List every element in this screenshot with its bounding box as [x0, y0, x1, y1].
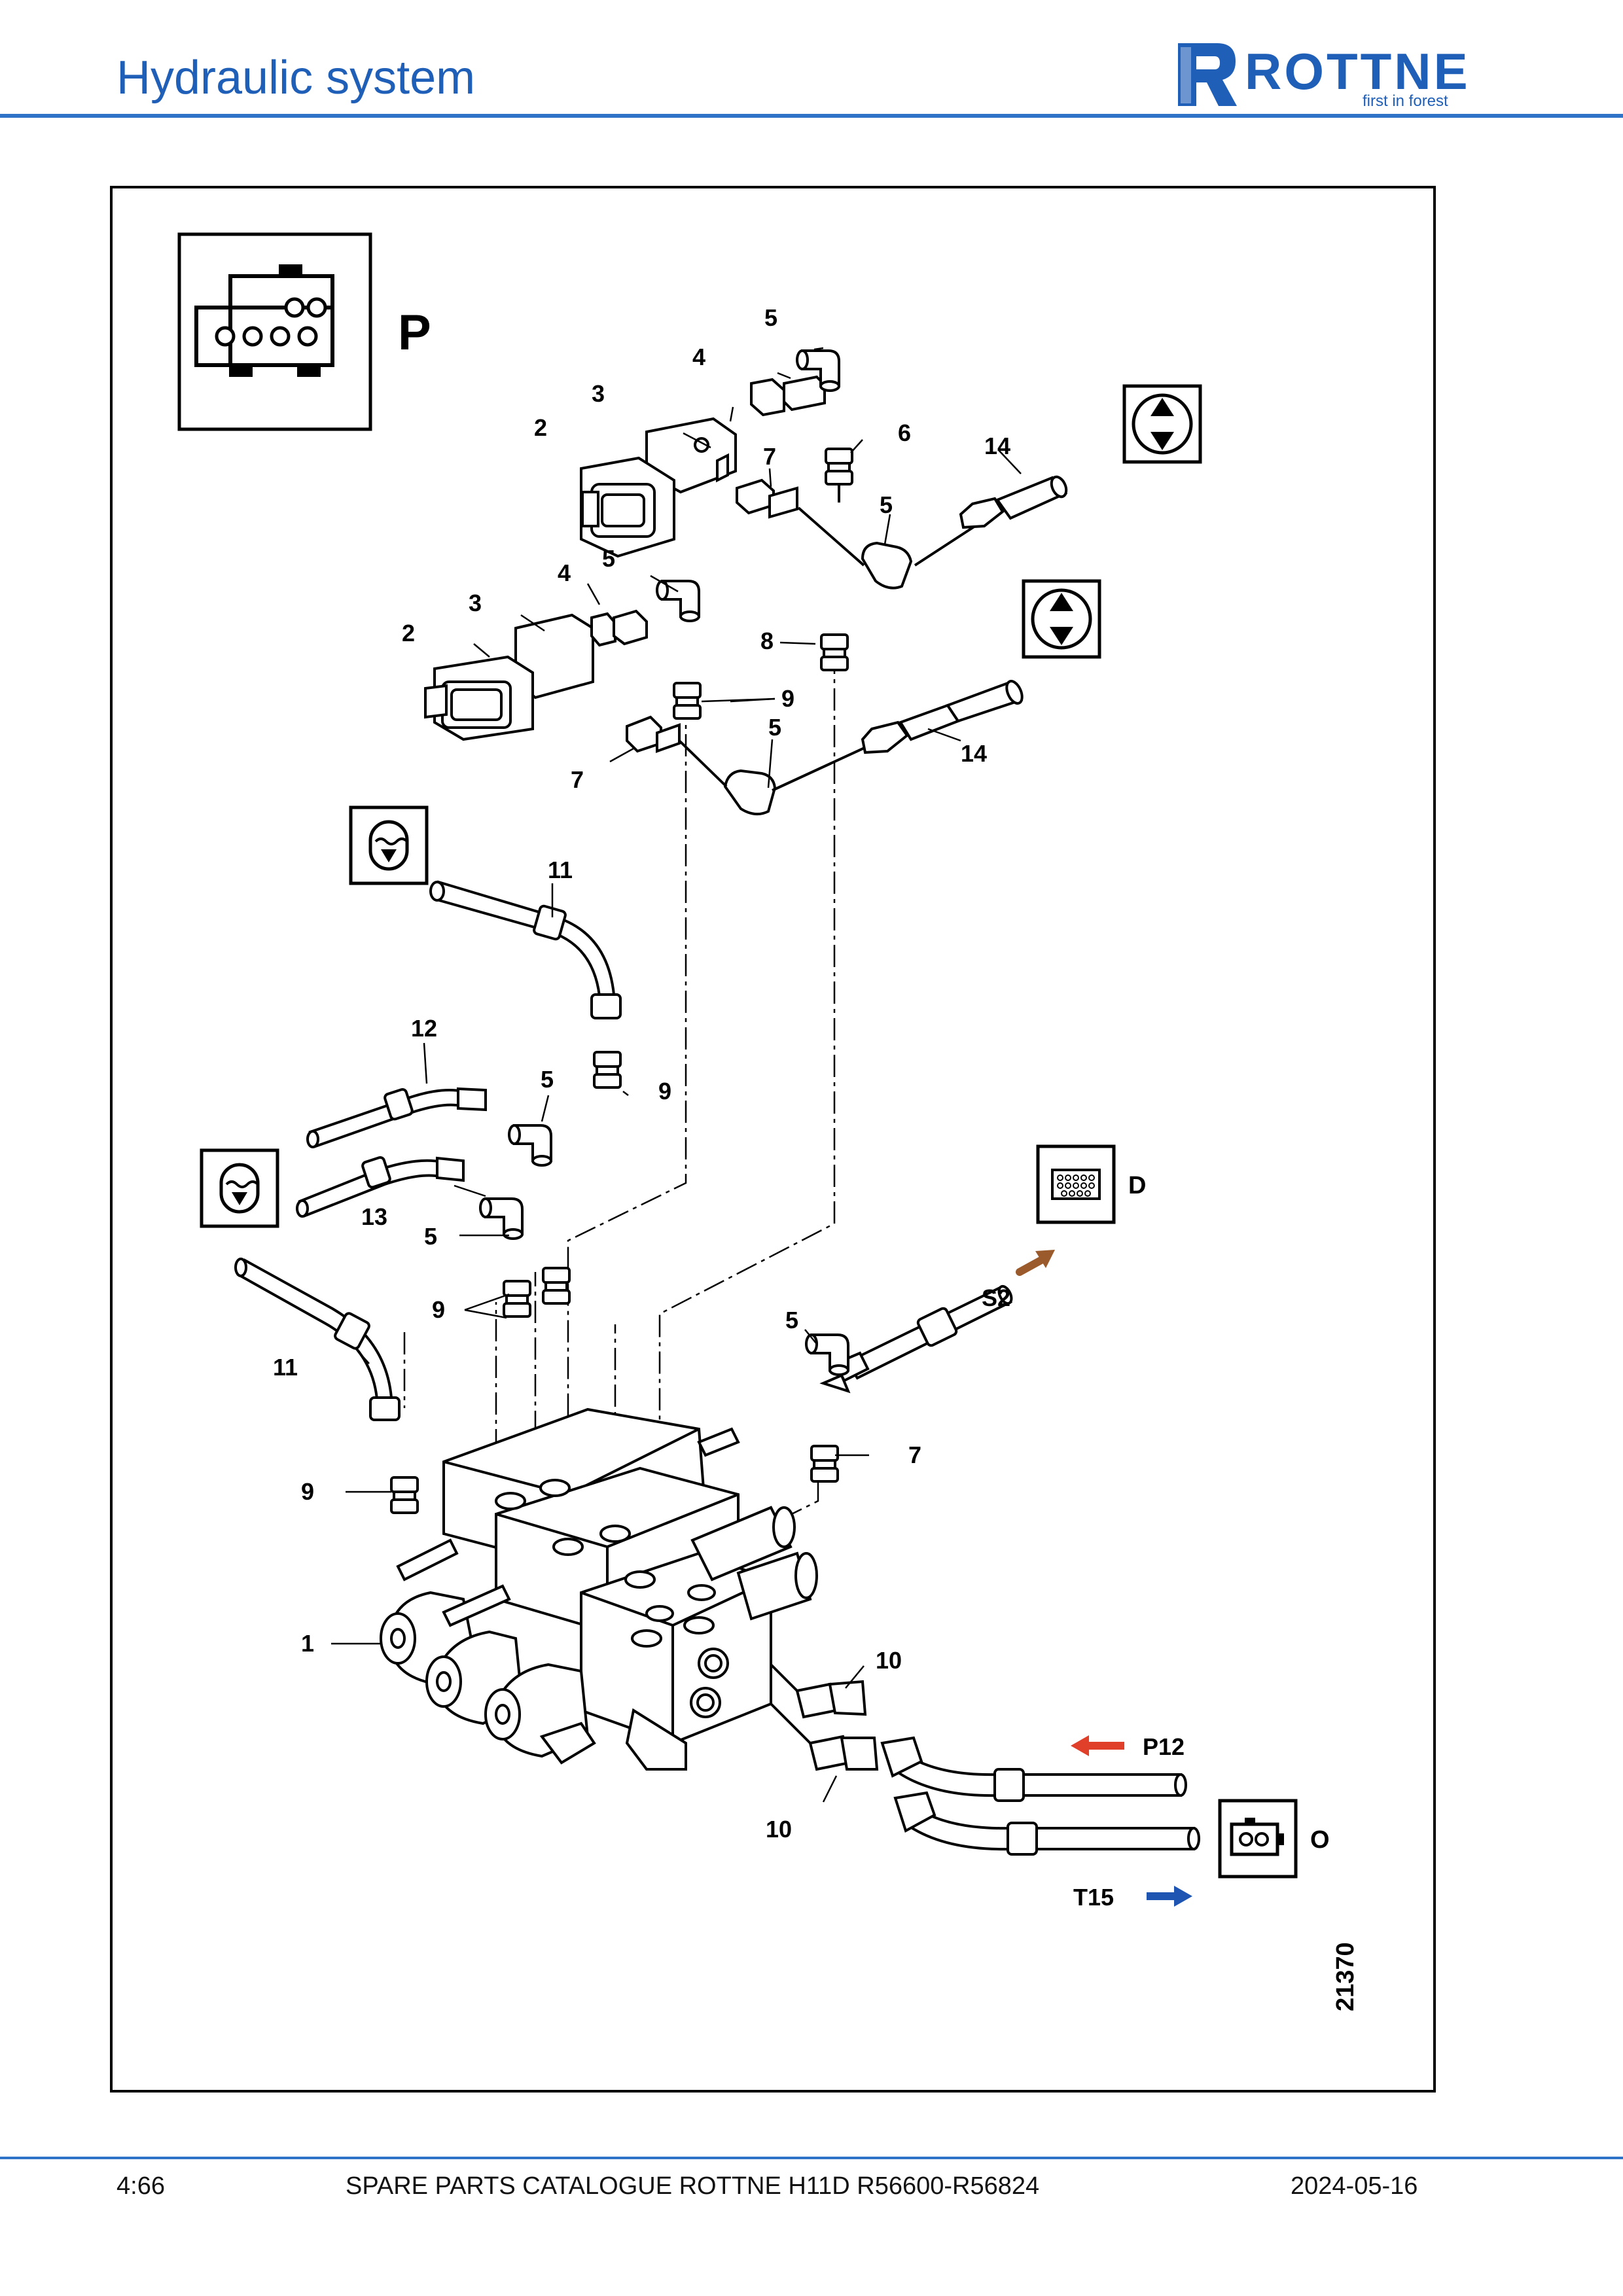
logo-text: ROTTNE	[1245, 43, 1471, 100]
hose-12	[306, 1087, 552, 1167]
hose-11-lower	[234, 1258, 419, 1514]
callout-9: 9	[658, 1078, 671, 1104]
footer-page-number: 4:66	[116, 2172, 165, 2200]
connector-d-symbol	[1036, 1144, 1116, 1224]
callout-5: 5	[541, 1066, 554, 1093]
callout-9: 9	[432, 1296, 445, 1323]
callout-5: 5	[785, 1307, 798, 1333]
callout-7: 7	[763, 443, 776, 470]
callout-9: 9	[301, 1478, 314, 1505]
callout-6: 6	[898, 419, 911, 446]
hose-p12	[880, 1736, 1187, 1802]
callout-4: 4	[558, 559, 571, 586]
fitting-9-left	[503, 1280, 531, 1318]
lower-valve-assembly	[424, 580, 1024, 816]
callout-3: 3	[469, 590, 482, 616]
fittings-10	[770, 1663, 879, 1771]
callout-2: 2	[534, 414, 547, 441]
fitting-9-right	[542, 1267, 571, 1305]
hose-t15	[893, 1791, 1200, 1856]
diagram-frame	[110, 186, 1436, 2093]
exploded-view-diagram: P D	[177, 232, 1359, 2011]
callout-11: 11	[548, 857, 573, 883]
hose-s2	[805, 1284, 1013, 1483]
callout-4: 4	[692, 344, 705, 370]
tank-symbol-upper	[349, 805, 429, 885]
fitting-8	[820, 633, 849, 671]
callout-2: 2	[402, 620, 415, 646]
callout-5: 5	[424, 1223, 437, 1250]
callout-7: 7	[571, 766, 584, 793]
hose-13	[296, 1156, 524, 1240]
callout-7: 7	[908, 1441, 921, 1468]
callout-8: 8	[760, 627, 774, 654]
main-valve-block	[380, 1407, 818, 1771]
footer-catalogue-title: SPARE PARTS CATALOGUE ROTTNE H11D R56600…	[346, 2172, 1040, 2200]
header-rule	[0, 114, 1623, 118]
connector-p-label: P	[398, 305, 431, 361]
leader-lines	[331, 347, 1022, 1803]
callout-labels: 5 4 3 2 6 14 7 5 5 4 3 2 8 9 5 14 7 11 1…	[273, 304, 1010, 1843]
rottne-emblem-icon	[1178, 43, 1237, 106]
port-label-t15: T15	[1073, 1884, 1114, 1911]
callout-1: 1	[301, 1630, 314, 1657]
footer-rule	[0, 2157, 1623, 2159]
callout-13: 13	[361, 1203, 387, 1230]
callout-9: 9	[781, 685, 794, 712]
upper-valve-assembly	[580, 349, 1068, 590]
connector-p-symbol	[177, 232, 372, 431]
callout-5: 5	[764, 304, 777, 331]
callout-5: 5	[768, 714, 781, 741]
callout-12: 12	[411, 1015, 437, 1042]
tank-symbol-lower	[200, 1148, 279, 1228]
callout-14: 14	[984, 433, 1010, 459]
callout-5: 5	[880, 491, 893, 518]
callout-10: 10	[876, 1647, 902, 1674]
logo-tagline: first in forest	[1363, 92, 1448, 110]
callout-10: 10	[766, 1816, 792, 1843]
connector-o-symbol	[1218, 1799, 1298, 1879]
connector-d-label: D	[1128, 1172, 1146, 1199]
connector-o-label: O	[1310, 1826, 1330, 1854]
callout-14: 14	[961, 740, 987, 767]
drawing-number: 21370	[1332, 1942, 1359, 2011]
callout-11: 11	[273, 1354, 298, 1381]
footer-date: 2024-05-16	[1291, 2172, 1418, 2200]
cylinder-symbol-upper	[1122, 384, 1202, 464]
port-label-p12: P12	[1143, 1733, 1185, 1760]
rottne-logo: ROTTNE first in forest	[1178, 43, 1471, 110]
hose-11-upper	[429, 880, 622, 1089]
callout-5: 5	[602, 545, 615, 572]
callout-3: 3	[592, 380, 605, 407]
page-title: Hydraulic system	[116, 52, 476, 104]
port-label-s2: S2	[982, 1284, 1010, 1311]
cylinder-symbol-lower	[1022, 579, 1101, 659]
